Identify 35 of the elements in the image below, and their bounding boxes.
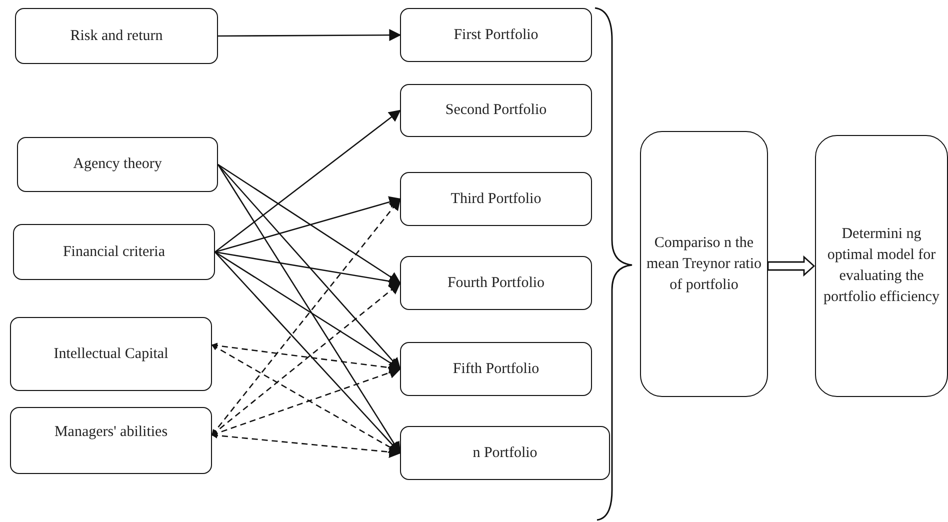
process-box — [15, 8, 218, 64]
process-box — [400, 256, 592, 310]
arrow — [214, 196, 402, 253]
arrow — [212, 282, 401, 436]
node-label: Determini ng optimal model for evaluating the portfolio efficiency — [822, 225, 940, 307]
node-label: n Portfolio — [472, 444, 538, 462]
node-label: Second Portfolio — [445, 101, 547, 120]
process-box — [10, 317, 212, 391]
process-box — [17, 137, 218, 192]
process-box — [400, 8, 592, 62]
node-label: Financial criteria — [62, 242, 166, 262]
arrow — [214, 110, 401, 253]
arrow — [218, 164, 401, 370]
process-box — [10, 407, 212, 474]
node-label: Managers' abilities — [54, 423, 168, 442]
node-label: Risk and return — [70, 26, 163, 46]
process-box — [815, 135, 948, 397]
node-label: Fourth Portfolio — [447, 274, 545, 292]
process-box — [400, 84, 592, 137]
node-label: First Portfolio — [454, 26, 538, 44]
process-box — [400, 342, 592, 396]
arrow — [211, 432, 402, 458]
hollow-arrow — [767, 255, 816, 277]
arrow — [212, 198, 401, 436]
arrow — [218, 29, 402, 42]
process-box — [13, 224, 215, 280]
arrow — [218, 164, 401, 284]
process-box — [400, 172, 592, 226]
node-label: Compariso n the mean Treynor ratio of portfolio — [646, 234, 762, 294]
node-label: Agency theory — [73, 155, 162, 174]
process-box — [400, 426, 610, 480]
node-label: Third Portfolio — [450, 190, 542, 208]
node-label: Fifth Portfolio — [452, 360, 540, 378]
node-label: Intellectual Capital — [54, 344, 168, 364]
process-box — [640, 131, 768, 397]
